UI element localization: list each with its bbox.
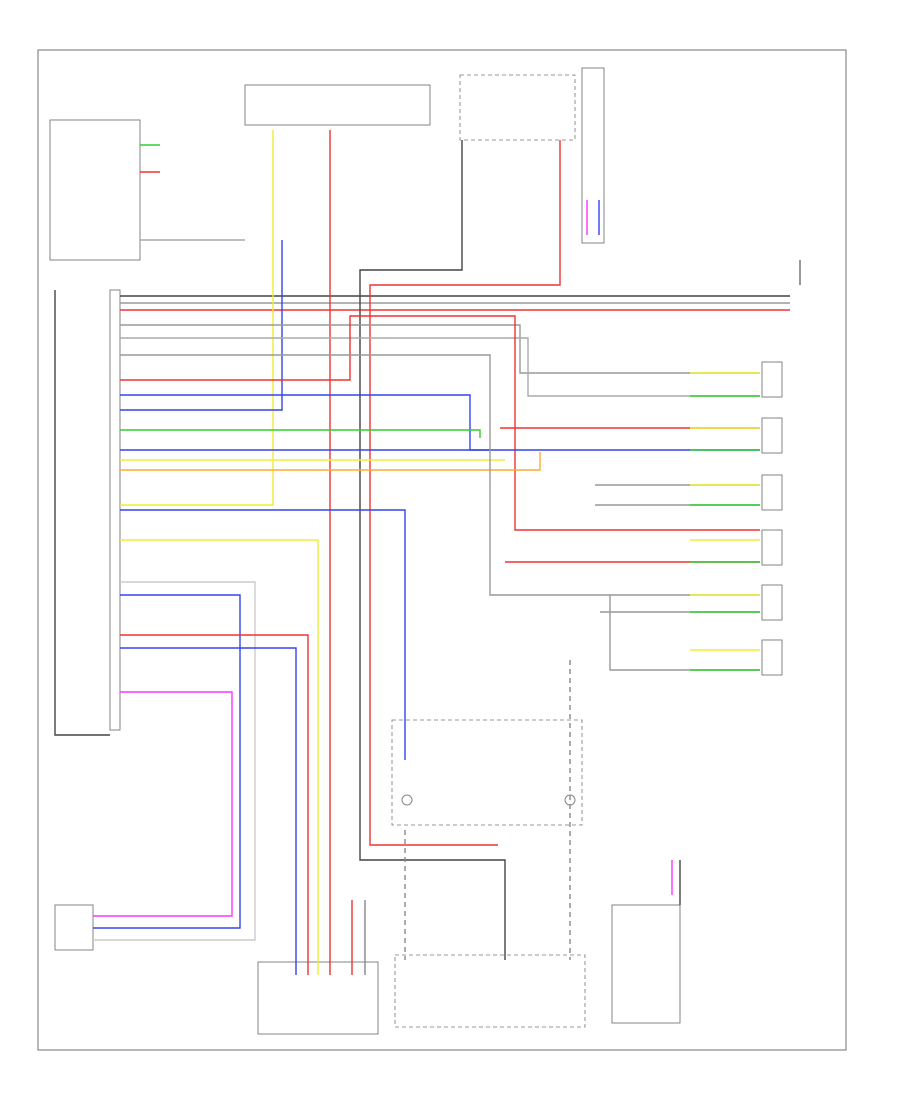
wire-blue [120, 509, 406, 760]
combination-meter [49, 119, 141, 261]
wire-gray [120, 337, 760, 397]
wire-gray [93, 581, 256, 941]
wire-blue [120, 240, 283, 411]
wire-yellow [120, 539, 319, 975]
diagram-frame [37, 49, 847, 1051]
wire-magenta [93, 691, 233, 917]
left-front-speaker [761, 361, 783, 398]
radio-unit [109, 289, 121, 731]
audio-switch [394, 954, 586, 1028]
wire-red [120, 634, 309, 975]
wire-green [120, 429, 481, 438]
ignition-switch [244, 84, 431, 126]
right-front-speaker [761, 417, 783, 454]
left-tweeter [761, 639, 783, 676]
wire-yellow [120, 130, 274, 506]
wire-black [359, 140, 506, 960]
cruise-switch [611, 904, 681, 1024]
wire-orange [120, 452, 541, 471]
brake-light-switch [581, 67, 605, 244]
wire-red [120, 315, 760, 531]
wire-gray [120, 354, 760, 596]
wire-blue [120, 394, 760, 451]
right-rear-speaker [761, 474, 783, 511]
wire-black [54, 290, 110, 736]
wire-blue [120, 647, 297, 975]
satellite-radio [54, 904, 94, 951]
stop-lamp-switch [459, 74, 576, 141]
left-rear-speaker [761, 584, 783, 621]
wire-gray [609, 595, 760, 671]
right-tweeter [761, 529, 783, 566]
wire-gray [120, 324, 760, 374]
wire-blue [93, 594, 241, 929]
wire-red [369, 140, 561, 846]
steering-wheel-switch [391, 719, 583, 826]
